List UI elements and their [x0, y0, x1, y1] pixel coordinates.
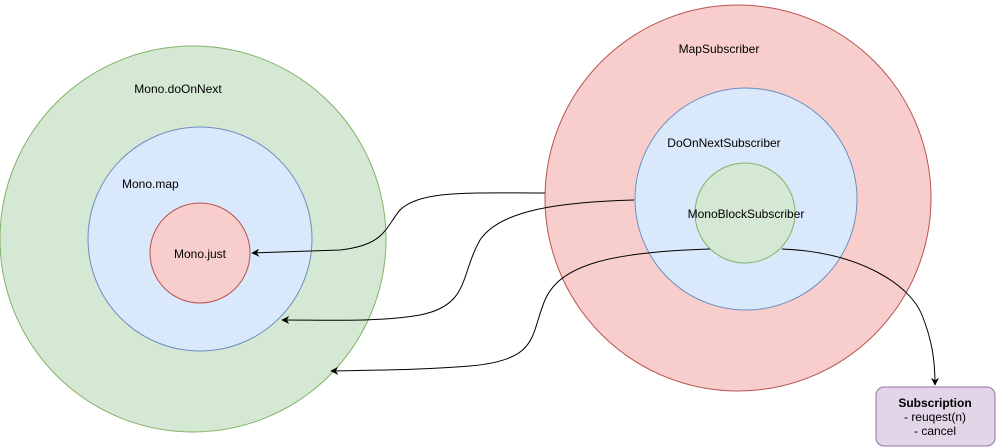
doonnextsubscriber-label: DoOnNextSubscriber: [667, 136, 780, 150]
subscription-title: Subscription: [898, 396, 971, 410]
mono-doonnext-label: Mono.doOnNext: [134, 82, 222, 96]
mapsubscriber-label: MapSubscriber: [679, 42, 760, 56]
arrow-mapsubscriber-to-monojust: [251, 192, 546, 257]
mono-just-label: Mono.just: [174, 247, 227, 261]
mono-map-label: Mono.map: [122, 177, 179, 191]
arrow-monoblock-to-subscription: [781, 248, 939, 386]
monoblocksubscriber-label: MonoBlockSubscriber: [688, 207, 805, 221]
subscription-request-line: - reuqest(n): [904, 410, 966, 424]
mono-just-circle: [149, 202, 251, 304]
arrow-monoblock-to-monodoonnext: [330, 248, 711, 375]
subscription-cancel-line: - cancel: [914, 424, 956, 438]
monoblocksubscriber-circle: [694, 162, 796, 264]
arrow-doonnext-to-monomap: [281, 199, 635, 325]
subscription-box: [875, 386, 996, 447]
